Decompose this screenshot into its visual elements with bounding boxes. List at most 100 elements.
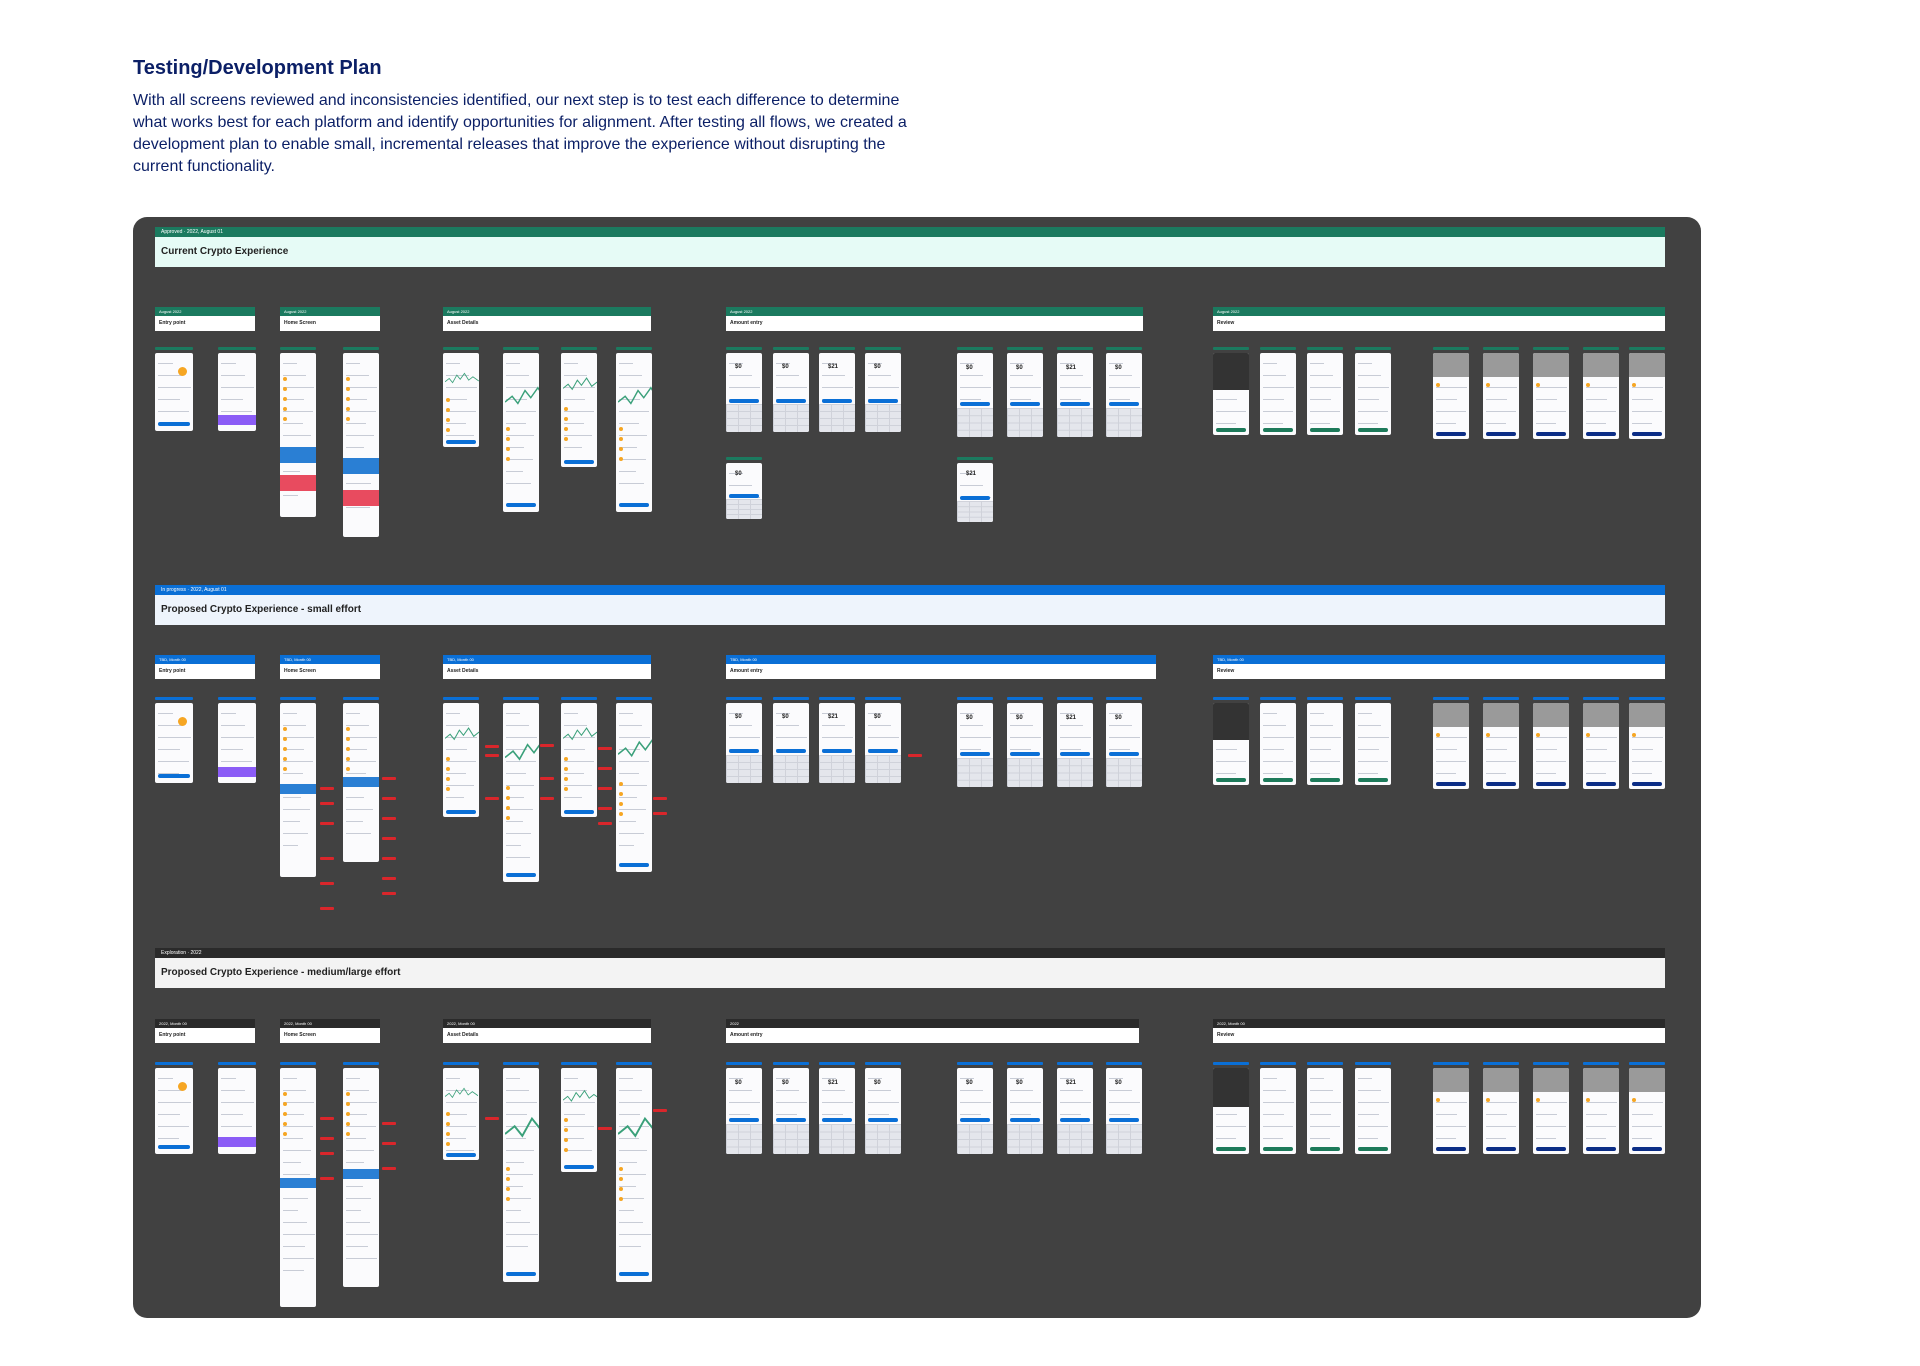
text-line	[506, 797, 525, 798]
coin-icon	[346, 407, 350, 411]
annotation-marker	[320, 822, 334, 825]
text-line	[158, 387, 191, 388]
group-date-strip: TBD, Month 00	[155, 655, 255, 664]
phone-body	[1307, 353, 1343, 435]
coin-icon	[283, 727, 287, 731]
coin-icon	[283, 1122, 287, 1126]
annotation-marker	[320, 907, 334, 910]
promo-banner	[218, 1136, 256, 1148]
number-keypad	[1007, 407, 1043, 437]
phone-screen-thumbnail: $0	[1106, 697, 1142, 787]
amount-value: $21	[1066, 714, 1077, 721]
text-line	[446, 761, 476, 762]
text-line	[619, 1198, 645, 1199]
coin-icon	[346, 1122, 350, 1126]
text-line	[1586, 749, 1608, 750]
text-line	[158, 773, 179, 774]
coin-icon	[564, 1117, 568, 1122]
amount-value: $0	[782, 1080, 789, 1087]
phone-screen-thumbnail	[1583, 1062, 1619, 1154]
text-line	[822, 375, 845, 376]
text-line	[960, 725, 983, 726]
buy-button	[563, 809, 595, 814]
group-date-strip: TBD, Month 00	[726, 655, 1156, 664]
text-line	[1486, 411, 1516, 412]
phone-header-bar	[819, 347, 855, 350]
phone-body	[616, 703, 652, 872]
text-line	[822, 1102, 853, 1103]
coin-icon	[346, 1112, 350, 1116]
continue-button	[1108, 1118, 1140, 1123]
phone-header-bar	[1307, 347, 1343, 350]
text-line	[1436, 761, 1466, 762]
coin-icon	[506, 1177, 510, 1181]
confirm-button	[1215, 777, 1247, 782]
text-line	[1436, 387, 1467, 388]
text-line	[446, 725, 469, 726]
group-title: Asset Details	[443, 1028, 651, 1043]
text-line	[1310, 1102, 1341, 1103]
phone-body	[1433, 353, 1469, 439]
phone-body	[218, 1068, 256, 1154]
text-line	[1632, 399, 1654, 400]
text-line	[158, 375, 182, 376]
text-line	[446, 713, 461, 714]
text-line	[1486, 1126, 1516, 1127]
promo-banner	[218, 415, 256, 425]
phone-body: $0	[957, 1068, 993, 1154]
text-line	[1536, 399, 1558, 400]
group-title: Amount entry	[726, 1028, 1139, 1043]
confirm-button	[1357, 1146, 1389, 1151]
text-line	[619, 1222, 643, 1223]
coin-icon	[446, 777, 450, 781]
text-line	[283, 471, 300, 472]
confirm-button	[1631, 781, 1663, 786]
coin-icon	[506, 427, 510, 432]
text-line	[1109, 1078, 1124, 1079]
dark-overlay	[1213, 703, 1249, 740]
text-line	[619, 809, 646, 810]
text-line	[1310, 725, 1333, 726]
text-line	[283, 845, 299, 846]
phone-header-bar	[1106, 347, 1142, 350]
group-date-strip: August 2022	[280, 307, 380, 316]
coin-icon	[446, 767, 450, 771]
number-keypad	[865, 755, 901, 783]
grey-overlay	[1583, 353, 1619, 378]
annotation-marker	[540, 777, 554, 780]
group-date-strip: 2022, Month 00	[155, 1019, 255, 1028]
text-line	[506, 1222, 530, 1223]
text-line	[1436, 423, 1456, 424]
phone-body	[616, 1068, 652, 1282]
price-line	[618, 1116, 652, 1138]
annotation-marker	[653, 812, 667, 815]
text-line	[619, 1246, 642, 1247]
text-line	[221, 1090, 245, 1091]
dark-overlay	[1213, 1068, 1249, 1107]
text-line	[506, 411, 536, 412]
text-line	[346, 821, 363, 822]
text-line	[506, 459, 533, 460]
phone-screen-thumbnail: $21	[957, 457, 993, 522]
phone-header-bar	[726, 457, 762, 460]
text-line	[1010, 1090, 1033, 1091]
text-line	[346, 363, 361, 364]
grey-overlay	[1533, 353, 1569, 378]
amount-value: $0	[782, 364, 789, 371]
confirm-button	[1215, 1146, 1247, 1151]
text-line	[1486, 749, 1508, 750]
text-line	[1586, 737, 1617, 738]
continue-button	[1009, 751, 1041, 756]
coin-icon	[506, 806, 510, 811]
text-line	[1060, 1102, 1091, 1103]
text-line	[776, 387, 807, 388]
text-line	[1109, 399, 1131, 400]
annotation-marker	[485, 797, 499, 800]
text-line	[960, 1078, 975, 1079]
phone-body	[1213, 1068, 1249, 1154]
phone-screen-thumbnail: $0	[1007, 697, 1043, 787]
phone-body: $0	[773, 1068, 809, 1154]
phone-body	[1213, 703, 1249, 785]
annotation-marker	[382, 797, 396, 800]
phone-header-bar	[773, 1062, 809, 1065]
